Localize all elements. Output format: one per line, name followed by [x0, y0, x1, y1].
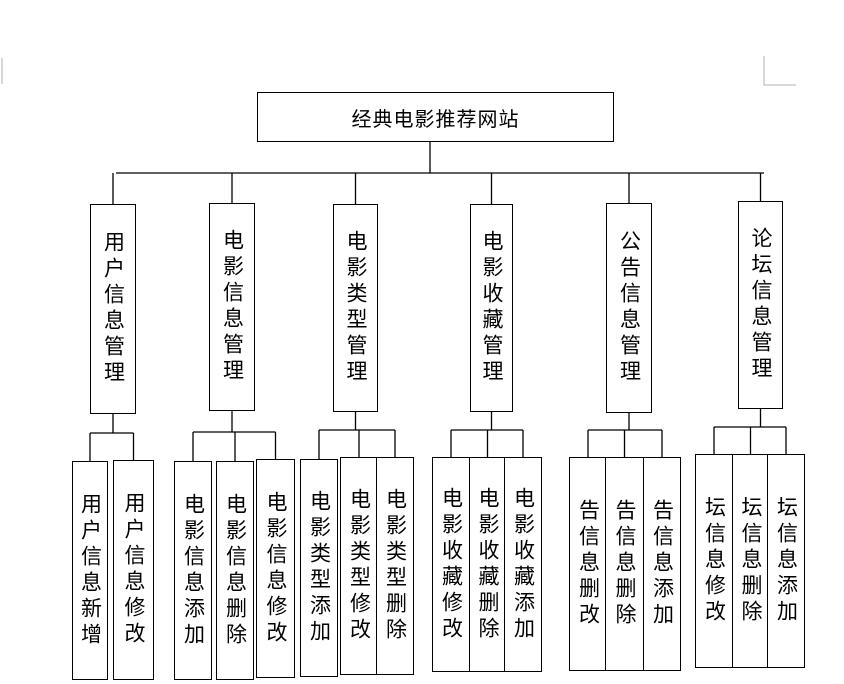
leaf-label: 用户信息修改: [122, 492, 146, 648]
leaf-label: 电影信息添加: [181, 492, 206, 649]
leaf-node: 电影信息修改: [256, 459, 295, 678]
leaf-node: 电影收藏修改: [432, 457, 470, 672]
corner-mark-right: [763, 56, 796, 86]
leaf-label: 告信息删改: [576, 499, 601, 629]
leaf-node: 电影收藏删除: [469, 457, 506, 672]
leaf-label: 电影类型添加: [307, 490, 332, 646]
module-label: 电影信息管理: [220, 229, 245, 385]
leaf-label: 告信息添加: [650, 499, 675, 629]
module-label: 论坛信息管理: [749, 227, 773, 383]
module-node: 论坛信息管理: [738, 201, 783, 409]
leaf-node: 告信息删除: [605, 457, 644, 671]
module-label: 公告信息管理: [617, 230, 642, 386]
leaf-node: 电影信息删除: [216, 461, 254, 680]
leaf-node: 告信息添加: [643, 457, 681, 671]
leaf-node: 坛信息删除: [732, 454, 769, 668]
leaf-node: 电影类型删除: [376, 457, 414, 675]
leaf-node: 用户信息新增: [72, 461, 108, 680]
leaf-label: 电影信息删除: [223, 492, 248, 649]
leaf-label: 告信息删除: [613, 499, 637, 629]
leaf-node: 用户信息修改: [113, 460, 154, 680]
leaf-node: 告信息删改: [569, 457, 607, 671]
module-node: 电影收藏管理: [470, 204, 513, 412]
root-node: 经典电影推荐网站: [257, 92, 614, 142]
module-node: 用户信息管理: [90, 204, 136, 414]
module-node: 电影信息管理: [209, 203, 255, 411]
leaf-label: 电影收藏添加: [511, 486, 536, 643]
leaf-label: 电影收藏修改: [439, 486, 464, 643]
leaf-label: 坛信息添加: [774, 496, 799, 626]
module-node: 公告信息管理: [606, 203, 652, 413]
leaf-label: 电影类型修改: [347, 488, 372, 644]
leaf-node: 电影收藏添加: [504, 457, 542, 672]
module-label: 电影收藏管理: [480, 230, 504, 386]
module-label: 用户信息管理: [101, 231, 126, 387]
leaf-node: 电影类型修改: [340, 457, 378, 675]
root-label: 经典电影推荐网站: [351, 106, 520, 131]
leaf-node: 电影信息添加: [174, 461, 212, 680]
leaf-label: 电影信息修改: [264, 490, 288, 647]
leaf-label: 坛信息删除: [739, 496, 763, 626]
leaf-label: 用户信息新增: [78, 492, 103, 649]
module-node: 电影类型管理: [333, 204, 378, 412]
leaf-node: 坛信息修改: [695, 454, 733, 668]
leaf-node: 坛信息添加: [767, 454, 805, 668]
leaf-label: 坛信息修改: [702, 496, 727, 626]
leaf-label: 电影类型删除: [383, 488, 408, 644]
leaf-node: 电影类型添加: [300, 459, 338, 677]
leaf-label: 电影收藏删除: [476, 486, 500, 643]
module-label: 电影类型管理: [344, 230, 368, 386]
